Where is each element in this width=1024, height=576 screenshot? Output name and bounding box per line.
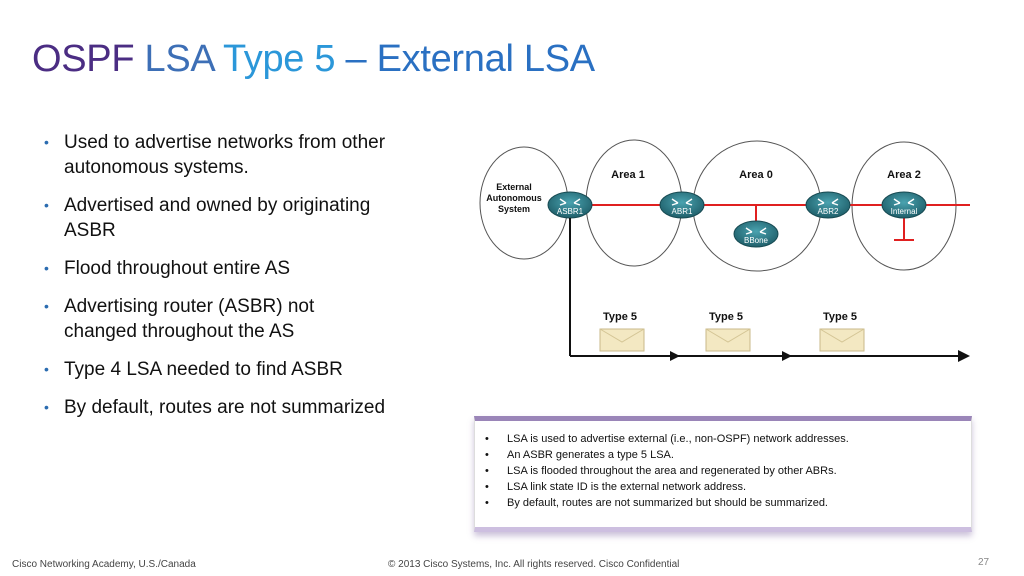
area-label: Area 0 bbox=[739, 169, 773, 181]
area-label: Area 2 bbox=[887, 169, 921, 181]
router-icon: Internal bbox=[881, 191, 927, 219]
note-item: LSA link state ID is the external networ… bbox=[485, 479, 971, 495]
arrow-icon bbox=[782, 351, 792, 361]
envelope-icon bbox=[819, 328, 865, 352]
svg-text:ASBR1: ASBR1 bbox=[557, 207, 584, 216]
title-type5: Type 5 bbox=[222, 38, 336, 80]
notes-box: LSA is used to advertise external (i.e.,… bbox=[474, 416, 972, 532]
arrow-icon bbox=[958, 350, 970, 362]
bullet-item: Advertising router (ASBR) not changed th… bbox=[42, 294, 392, 344]
envelope-icon bbox=[599, 328, 645, 352]
svg-text:ABR1: ABR1 bbox=[672, 207, 693, 216]
envelope-icon bbox=[705, 328, 751, 352]
note-item: LSA is used to advertise external (i.e.,… bbox=[485, 431, 971, 447]
external-as-label: External bbox=[496, 182, 532, 192]
bullet-item: Used to advertise networks from other au… bbox=[42, 130, 392, 180]
external-as-label: System bbox=[498, 204, 530, 214]
bullet-list: Used to advertise networks from other au… bbox=[42, 130, 392, 433]
page-number: 27 bbox=[978, 557, 990, 568]
note-item: By default, routes are not summarized bu… bbox=[485, 495, 971, 511]
notes-list: LSA is used to advertise external (i.e.,… bbox=[475, 421, 971, 511]
title-lsa: LSA bbox=[144, 38, 214, 80]
title-ospf: OSPF bbox=[32, 38, 135, 80]
bullet-item: Advertised and owned by originating ASBR bbox=[42, 193, 392, 243]
title-external: – External bbox=[345, 38, 514, 80]
lsa-type-label: Type 5 bbox=[823, 311, 857, 323]
ospf-diagram: External Autonomous System Area 1 Area 0… bbox=[479, 139, 970, 362]
svg-text:BBone: BBone bbox=[744, 236, 769, 245]
title-lsa-end: LSA bbox=[523, 38, 595, 80]
footer-copyright: © 2013 Cisco Systems, Inc. All rights re… bbox=[388, 559, 680, 570]
footer-organization: Cisco Networking Academy, U.S./Canada bbox=[12, 559, 196, 570]
bullet-item: Flood throughout entire AS bbox=[42, 256, 392, 281]
svg-text:Internal: Internal bbox=[891, 207, 918, 216]
router-icon: ABR1 bbox=[659, 191, 705, 219]
bullet-item: By default, routes are not summarized bbox=[42, 395, 392, 420]
svg-text:ABR2: ABR2 bbox=[818, 207, 839, 216]
arrow-icon bbox=[670, 351, 680, 361]
lsa-type-label: Type 5 bbox=[603, 311, 637, 323]
external-as-label: Autonomous bbox=[486, 193, 542, 203]
lsa-type-label: Type 5 bbox=[709, 311, 743, 323]
area-label: Area 1 bbox=[611, 169, 645, 181]
router-icon: ABR2 bbox=[805, 191, 851, 219]
note-item: An ASBR generates a type 5 LSA. bbox=[485, 447, 971, 463]
note-item: LSA is flooded throughout the area and r… bbox=[485, 463, 971, 479]
router-icon: ASBR1 bbox=[547, 191, 593, 219]
router-icon: BBone bbox=[733, 220, 779, 248]
slide-title: OSPF LSA Type 5 – External LSA bbox=[32, 36, 595, 82]
bullet-item: Type 4 LSA needed to find ASBR bbox=[42, 357, 392, 382]
